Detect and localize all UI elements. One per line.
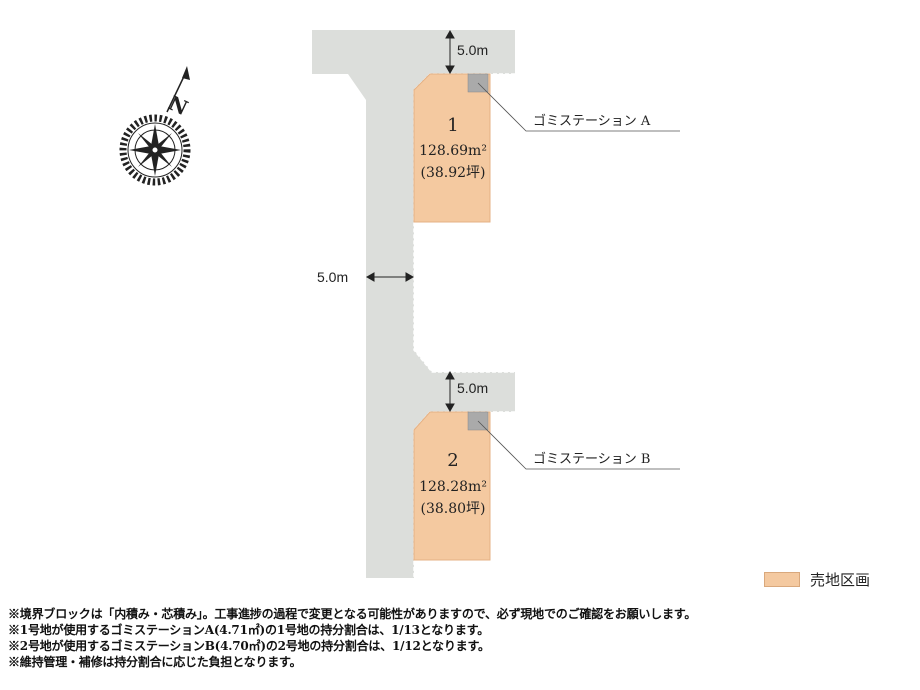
lot-1-tsubo: (38.92坪) bbox=[420, 165, 485, 181]
compass: N bbox=[119, 66, 192, 186]
dimension-lower-road: 5.0m bbox=[445, 370, 488, 413]
lot-2-area: 128.28m² bbox=[419, 479, 487, 495]
compass-rose-icon bbox=[119, 114, 191, 186]
lot-1-area: 128.69m² bbox=[419, 143, 487, 159]
dimension-top-road-label: 5.0m bbox=[457, 42, 488, 58]
note-3: ※2号地が使用するゴミステーションB(4.70㎡)の2号地の持分割合は、1/12… bbox=[8, 639, 490, 653]
compass-north-label: N bbox=[165, 91, 192, 120]
garbage-station-a-callout: ゴミステーション A bbox=[477, 82, 680, 132]
legend-swatch bbox=[764, 572, 800, 587]
legend-label: 売地区画 bbox=[810, 571, 871, 589]
note-1: ※境界ブロックは「内積み・芯積み」。工事進捗の過程で変更となる可能性がありますの… bbox=[8, 607, 697, 621]
lot-1-number: 1 bbox=[447, 115, 458, 136]
note-2: ※1号地が使用するゴミステーションA(4.71㎡)の1号地の持分割合は、1/13… bbox=[8, 623, 490, 637]
dimension-top-road: 5.0m bbox=[445, 29, 488, 75]
north-arrow-icon bbox=[166, 66, 190, 113]
garbage-station-a-label: ゴミステーション A bbox=[533, 113, 651, 129]
dimension-lower-road-label: 5.0m bbox=[457, 380, 488, 396]
garbage-station-b-label: ゴミステーション B bbox=[533, 451, 650, 467]
dimension-main-road-label: 5.0m bbox=[317, 269, 348, 285]
notes: ※境界ブロックは「内積み・芯積み」。工事進捗の過程で変更となる可能性がありますの… bbox=[8, 606, 918, 670]
note-4: ※維持管理・補修は持分割合に応じた負担となります。 bbox=[8, 655, 302, 669]
garbage-station-b-callout: ゴミステーション B bbox=[477, 420, 680, 470]
lot-2-tsubo: (38.80坪) bbox=[420, 501, 485, 517]
dimension-main-road: 5.0m bbox=[317, 269, 415, 285]
lot-2-number: 2 bbox=[447, 450, 458, 471]
lot-1: 1 128.69m² (38.92坪) bbox=[413, 73, 491, 223]
legend: 売地区画 bbox=[764, 569, 870, 590]
lot-2: 2 128.28m² (38.80坪) bbox=[413, 411, 491, 561]
